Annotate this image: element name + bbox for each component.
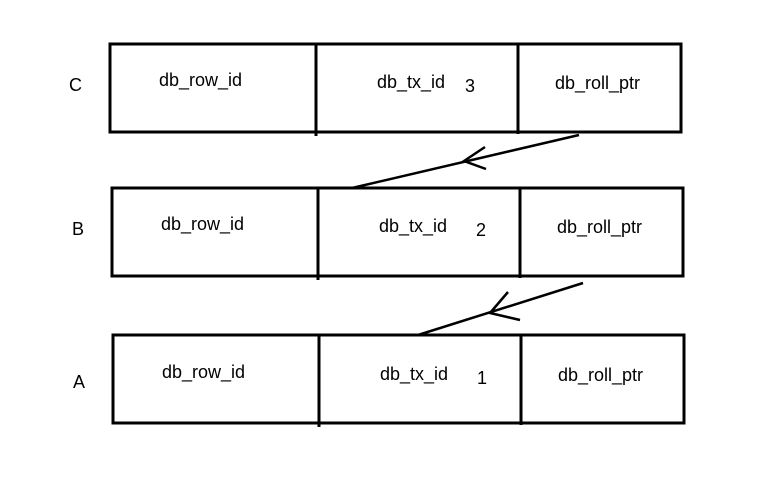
row-b-tx-number: 2 bbox=[476, 220, 487, 240]
row-label-a: A bbox=[73, 372, 86, 392]
row-a-tx-number: 1 bbox=[477, 368, 488, 388]
row-a-box bbox=[111, 333, 686, 427]
row-b-field-tx-id: db_tx_id bbox=[379, 216, 448, 236]
row-b-box bbox=[110, 186, 685, 280]
row-c-border bbox=[108, 42, 683, 134]
row-a-field-tx-id: db_tx_id bbox=[380, 364, 449, 384]
roll-ptr-arrow-b-to-a bbox=[417, 281, 584, 337]
row-label-b: B bbox=[72, 219, 85, 239]
roll-ptr-arrow-c-to-b bbox=[351, 133, 580, 190]
row-a-field-row-id: db_row_id bbox=[162, 362, 246, 382]
row-c-tx-number: 3 bbox=[465, 76, 476, 96]
row-c-field-roll-ptr: db_roll_ptr bbox=[555, 73, 641, 93]
row-a-field-roll-ptr: db_roll_ptr bbox=[558, 365, 644, 385]
row-c-field-row-id: db_row_id bbox=[159, 70, 243, 90]
row-b-border bbox=[110, 186, 685, 278]
row-c-field-tx-id: db_tx_id bbox=[377, 72, 446, 92]
row-a-border bbox=[111, 333, 686, 425]
row-b-field-row-id: db_row_id bbox=[161, 214, 245, 234]
row-label-c: C bbox=[69, 75, 82, 95]
row-b-field-roll-ptr: db_roll_ptr bbox=[557, 217, 643, 237]
row-c-box bbox=[108, 42, 683, 136]
